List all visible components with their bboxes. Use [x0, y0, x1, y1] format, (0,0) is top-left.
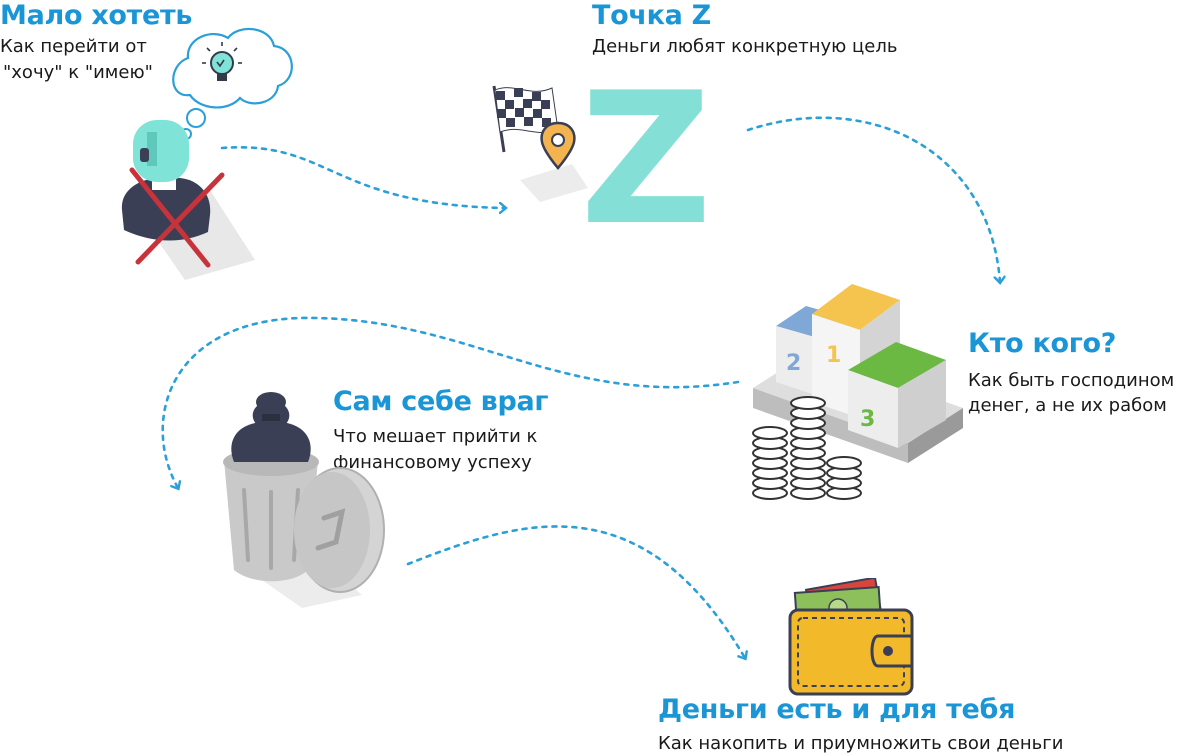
connector-want-to-pointz: [220, 146, 505, 208]
step-desc-who-line2: денег, а не их рабом: [968, 395, 1167, 416]
step-desc-pointz: Деньги любят конкретную цель: [592, 36, 898, 57]
step-desc-enemy-line2: финансовому успеху: [333, 452, 532, 473]
finish-flag-icon: [492, 85, 588, 202]
wallet-icon: [788, 578, 914, 696]
cross-icon: [129, 167, 225, 268]
connector-who-to-enemy: [161, 316, 740, 488]
step-title-want: Мало хотеть: [0, 0, 193, 31]
step-desc-enemy-line1: Что мешает прийти к: [333, 426, 538, 447]
podium-coins-icon: 2 1 3: [752, 284, 963, 500]
checkered-flag: [494, 87, 559, 134]
step-desc-money: Как накопить и приумножить свои деньги: [658, 733, 1064, 754]
big-letter-z-text: Z: [586, 88, 706, 228]
step-title-enemy: Сам себе враг: [333, 386, 549, 417]
connector-enemy-to-money: [406, 525, 745, 658]
lightbulb-icon: [202, 42, 242, 81]
coins-icon: [752, 396, 862, 500]
podium-place-1: 1: [826, 343, 841, 368]
person-crossed-icon: [121, 27, 293, 280]
location-pin-icon: [540, 121, 576, 170]
podium-place-3: 3: [860, 407, 875, 432]
step-desc-who-line1: Как быть господином: [968, 370, 1175, 391]
step-title-money: Деньги есть и для тебя: [658, 694, 1016, 725]
step-desc-want-line2: "хочу" к "имею": [3, 62, 153, 83]
big-letter-z: Z: [586, 88, 706, 228]
step-desc-want-line1: Как перейти от: [0, 36, 147, 57]
podium-place-2: 2: [786, 351, 801, 376]
step-title-who: Кто кого?: [968, 328, 1117, 359]
step-title-pointz: Точка Z: [592, 0, 711, 31]
trash-can-icon: [223, 392, 385, 608]
connector-pointz-to-who: [746, 116, 1000, 282]
